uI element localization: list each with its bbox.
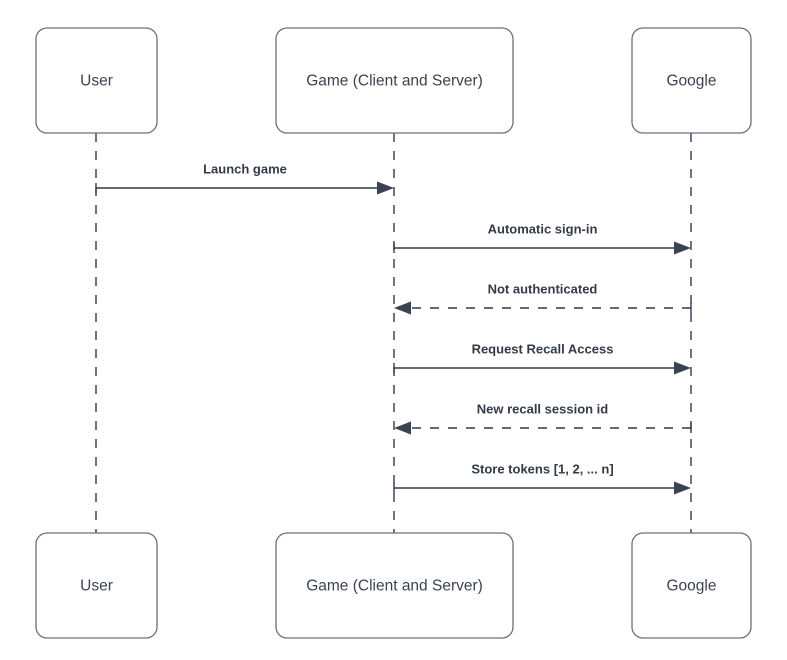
message-label: Automatic sign-in [488, 221, 598, 236]
message-5[interactable]: New recall session id [394, 401, 692, 435]
message-2[interactable]: Automatic sign-in [393, 221, 691, 255]
message-3[interactable]: Not authenticated [394, 281, 692, 315]
message-arrowhead [674, 361, 691, 375]
participant-box-google-top[interactable]: Google [631, 27, 752, 134]
message-arrowhead [674, 481, 691, 495]
message-label: Store tokens [1, 2, ... n] [471, 461, 613, 476]
message-arrowhead [394, 421, 411, 435]
participant-box-game-bottom[interactable]: Game (Client and Server) [275, 532, 514, 639]
participant-box-shape [275, 532, 514, 639]
participant-box-game-top[interactable]: Game (Client and Server) [275, 27, 514, 134]
participant-boxes-top: User Game (Client and Server) Google [35, 27, 752, 134]
message-4[interactable]: Request Recall Access [393, 341, 691, 375]
participant-label-google: Google [667, 73, 717, 90]
participant-label-game: Game (Client and Server) [306, 578, 483, 595]
message-6[interactable]: Store tokens [1, 2, ... n] [393, 461, 691, 495]
participant-box-user-bottom[interactable]: User [35, 532, 158, 639]
participant-label-user: User [80, 73, 113, 90]
participant-label-user: User [80, 578, 113, 595]
participant-box-shape [35, 27, 158, 134]
message-arrowhead [377, 181, 394, 195]
participant-boxes-bottom: User Game (Client and Server) Google [35, 532, 752, 639]
participant-box-shape [631, 27, 752, 134]
message-label: Request Recall Access [472, 341, 614, 356]
message-1[interactable]: Launch game [95, 161, 394, 195]
message-arrowhead [674, 241, 691, 255]
message-label: Not authenticated [488, 281, 598, 296]
participant-box-shape [35, 532, 158, 639]
message-label: New recall session id [477, 401, 609, 416]
lifelines-layer [95, 133, 692, 533]
participant-box-google-bottom[interactable]: Google [631, 532, 752, 639]
message-label: Launch game [203, 161, 287, 176]
participant-label-google: Google [667, 578, 717, 595]
participant-box-user-top[interactable]: User [35, 27, 158, 134]
message-arrowhead [394, 301, 411, 315]
participant-label-game: Game (Client and Server) [306, 73, 483, 90]
participant-box-shape [631, 532, 752, 639]
participant-box-shape [275, 27, 514, 134]
